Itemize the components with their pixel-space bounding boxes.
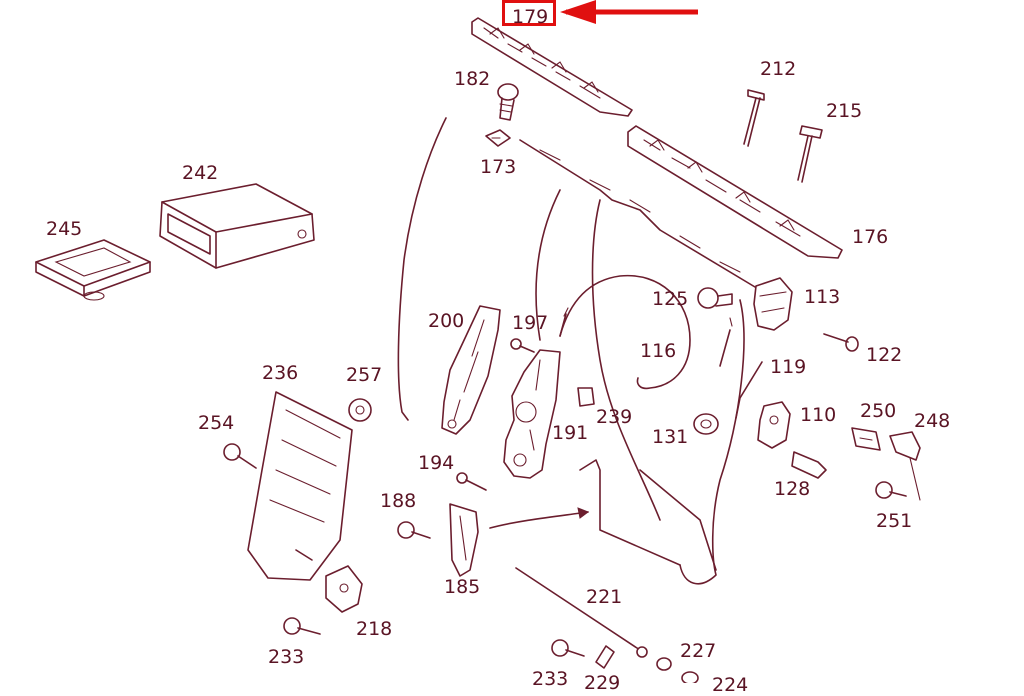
- part-131-bushing: [693, 413, 719, 435]
- part-227-washer: [656, 657, 672, 671]
- part-233-screw-b: [551, 639, 585, 657]
- callout-233-b: 233: [532, 668, 569, 690]
- main-side-panel: [397, 117, 761, 585]
- part-185-bracket: [449, 503, 590, 577]
- part-224-nut: [681, 671, 699, 683]
- part-179-trim-strip: [471, 17, 633, 117]
- part-122-screw: [823, 333, 859, 352]
- part-200-bracket: [441, 305, 501, 435]
- part-236-vent: [247, 391, 353, 581]
- callout-229: 229: [584, 672, 621, 694]
- callout-119: 119: [770, 356, 807, 378]
- callout-227: 227: [680, 640, 717, 662]
- part-173-clip: [485, 129, 511, 147]
- part-176-trim-strip: [627, 125, 843, 259]
- part-119-rod: [735, 361, 763, 419]
- callout-245: 245: [46, 218, 83, 240]
- part-218-bracket: [325, 565, 363, 613]
- part-215-bolt: [797, 125, 823, 183]
- callout-194: 194: [418, 452, 455, 474]
- callout-251: 251: [876, 510, 913, 532]
- part-116-cable: [559, 274, 733, 390]
- part-257-nut: [348, 398, 372, 422]
- part-182-screw: [497, 83, 519, 121]
- part-245-tray: [35, 239, 151, 301]
- callout-250: 250: [860, 400, 897, 422]
- callout-236: 236: [262, 362, 299, 384]
- part-197-bolt: [510, 338, 535, 353]
- callout-248: 248: [914, 410, 951, 432]
- callout-110: 110: [800, 404, 837, 426]
- callout-233-a: 233: [268, 646, 305, 668]
- callout-242: 242: [182, 162, 219, 184]
- callout-182: 182: [454, 68, 491, 90]
- part-248-clip: [889, 431, 921, 461]
- part-221-rod: [515, 567, 648, 658]
- part-254-screw: [223, 443, 257, 469]
- part-128-bolt: [791, 451, 827, 479]
- callout-257: 257: [346, 364, 383, 386]
- callout-125: 125: [652, 288, 689, 310]
- callout-218: 218: [356, 618, 393, 640]
- part-113-lock: [753, 277, 793, 331]
- callout-185: 185: [444, 576, 481, 598]
- callout-116: 116: [640, 340, 677, 362]
- callout-113: 113: [804, 286, 841, 308]
- part-250-plate: [851, 427, 881, 451]
- callout-191: 191: [552, 422, 589, 444]
- part-212-bolt: [743, 89, 765, 147]
- part-251-screw: [875, 457, 921, 501]
- callout-131: 131: [652, 426, 689, 448]
- callout-128: 128: [774, 478, 811, 500]
- highlight-box-179: 179: [502, 0, 556, 28]
- callout-224: 224: [712, 674, 749, 696]
- callout-221: 221: [586, 586, 623, 608]
- callout-239: 239: [596, 406, 633, 428]
- part-191-hinge-plate: [503, 349, 561, 479]
- callout-212: 212: [760, 58, 797, 80]
- callout-188: 188: [380, 490, 417, 512]
- callout-200: 200: [428, 310, 465, 332]
- part-194-bolt: [456, 472, 487, 491]
- callout-197: 197: [512, 312, 549, 334]
- part-239-grommet: [577, 387, 595, 407]
- part-229-clip: [595, 645, 615, 669]
- part-242-housing: [159, 183, 315, 269]
- part-125-bolt: [697, 287, 733, 309]
- part-233-screw-a: [283, 617, 321, 635]
- callout-176: 176: [852, 226, 889, 248]
- highlight-label: 179: [512, 6, 549, 28]
- callout-254: 254: [198, 412, 235, 434]
- callout-122: 122: [866, 344, 903, 366]
- highlight-arrow: [560, 0, 698, 24]
- callout-173: 173: [480, 156, 517, 178]
- part-188-screw: [397, 521, 431, 539]
- part-110-latch: [757, 401, 791, 449]
- callout-215: 215: [826, 100, 863, 122]
